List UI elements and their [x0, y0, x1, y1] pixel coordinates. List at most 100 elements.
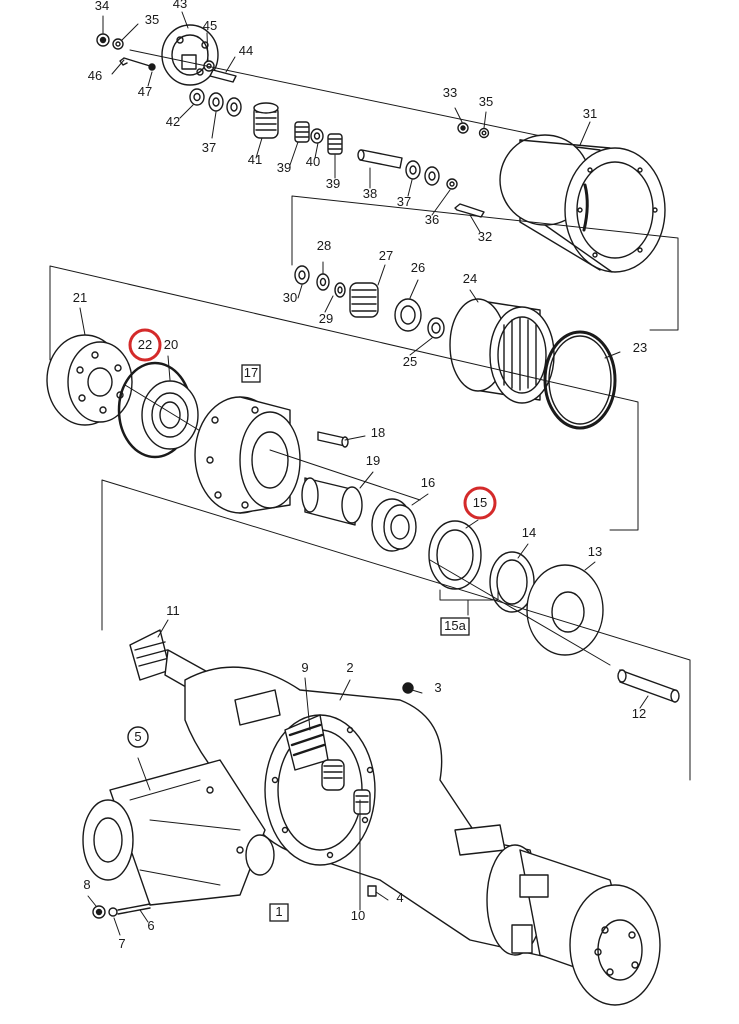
pin-12 [617, 669, 680, 703]
part-label-39: 39 [326, 176, 340, 191]
part-label-21: 21 [73, 290, 87, 305]
part-label-37: 37 [397, 194, 411, 209]
part-label-40: 40 [306, 154, 320, 169]
part-label-text: 12 [632, 706, 646, 721]
part-label-text: 16 [421, 475, 435, 490]
part-label-42: 42 [166, 114, 180, 129]
part-label-32: 32 [478, 229, 492, 244]
part-label-text: 21 [73, 290, 87, 305]
part-label-text: 9 [301, 660, 308, 675]
part-label-26: 26 [411, 260, 425, 275]
wheel-hub-17 [194, 396, 421, 514]
part-label-text: 39 [326, 176, 340, 191]
part-label-text: 1 [275, 904, 282, 919]
part-label-10: 10 [351, 908, 365, 923]
part-label-text: 2 [346, 660, 353, 675]
part-label-5: 5 [127, 726, 149, 748]
part-label-37: 37 [202, 140, 216, 155]
part-label-text: 14 [522, 525, 536, 540]
part-label-text: 23 [633, 340, 647, 355]
part-label-33: 33 [443, 85, 457, 100]
bearing-16 [371, 498, 417, 552]
part-label-11: 11 [166, 603, 180, 618]
ring-gear-24 [449, 298, 555, 404]
part-label-29: 29 [319, 311, 333, 326]
part-label-text: 30 [283, 290, 297, 305]
part-label-text: 43 [173, 0, 187, 11]
part-label-28: 28 [317, 238, 331, 253]
part-label-23: 23 [633, 340, 647, 355]
part-label-17: 17 [241, 364, 261, 383]
part-label-text: 32 [478, 229, 492, 244]
part-label-7: 7 [118, 936, 125, 951]
seal-14 [439, 551, 535, 616]
small-gears-39-40 [294, 121, 343, 155]
part-label-text: 20 [164, 337, 178, 352]
part-label-text: 7 [118, 936, 125, 951]
part-label-12: 12 [632, 706, 646, 721]
part-label-text: 36 [425, 212, 439, 227]
sun-gear-group [294, 265, 445, 339]
part-label-text: 24 [463, 271, 477, 286]
part-label-2: 2 [346, 660, 353, 675]
part-label-text: 44 [239, 43, 253, 58]
part-label-text: 19 [366, 453, 380, 468]
part-label-text: 13 [588, 544, 602, 559]
part-label-22: 22 [128, 328, 162, 362]
part-label-25: 25 [403, 354, 417, 369]
part-label-27: 27 [379, 248, 393, 263]
carrier-plate-assembly [96, 24, 561, 141]
part-label-text: 42 [166, 114, 180, 129]
part-label-text: 29 [319, 311, 333, 326]
part-label-text: 27 [379, 248, 393, 263]
seal-15 [428, 520, 482, 590]
part-label-text: 31 [583, 106, 597, 121]
part-label-9: 9 [301, 660, 308, 675]
part-label-text: 47 [138, 84, 152, 99]
part-label-text: 37 [202, 140, 216, 155]
snap-ring-23 [543, 330, 617, 430]
part-label-text: 10 [351, 908, 365, 923]
part-label-text: 3 [434, 680, 441, 695]
part-label-44: 44 [239, 43, 253, 58]
part-label-text: 4 [396, 890, 403, 905]
part-label-text: 25 [403, 354, 417, 369]
part-label-text: 34 [95, 0, 109, 13]
planet-gear-41 [253, 102, 279, 139]
part-label-16: 16 [421, 475, 435, 490]
part-label-text: 46 [88, 68, 102, 83]
part-label-8: 8 [83, 877, 90, 892]
part-label-6: 6 [147, 918, 154, 933]
part-label-15a: 15a [440, 617, 470, 636]
part-label-text: 39 [277, 160, 291, 175]
part-label-text: 18 [371, 425, 385, 440]
part-label-text: 28 [317, 238, 331, 253]
part-label-3: 3 [434, 680, 441, 695]
wheel-end-right [486, 844, 661, 1006]
part-label-text: 45 [203, 18, 217, 33]
part-label-text: 11 [166, 603, 180, 618]
part-label-1: 1 [269, 903, 289, 922]
part-label-20: 20 [164, 337, 178, 352]
part-label-18: 18 [371, 425, 385, 440]
part-label-36: 36 [425, 212, 439, 227]
differential-carrier-5 [82, 759, 275, 906]
part-label-text: 37 [397, 194, 411, 209]
part-label-35: 35 [145, 12, 159, 27]
part-label-4: 4 [396, 890, 403, 905]
part-label-45: 45 [203, 18, 217, 33]
differential-9 [284, 714, 371, 815]
part-label-13: 13 [588, 544, 602, 559]
part-label-text: 22 [138, 337, 152, 352]
part-label-text: 35 [479, 94, 493, 109]
shaft-38 [357, 149, 403, 169]
part-label-15: 15 [463, 486, 497, 520]
leader-lines [79, 11, 649, 936]
part-label-43: 43 [173, 0, 187, 11]
part-label-text: 38 [363, 186, 377, 201]
part-label-text: 26 [411, 260, 425, 275]
part-label-text: 35 [145, 12, 159, 27]
part-label-31: 31 [583, 106, 597, 121]
